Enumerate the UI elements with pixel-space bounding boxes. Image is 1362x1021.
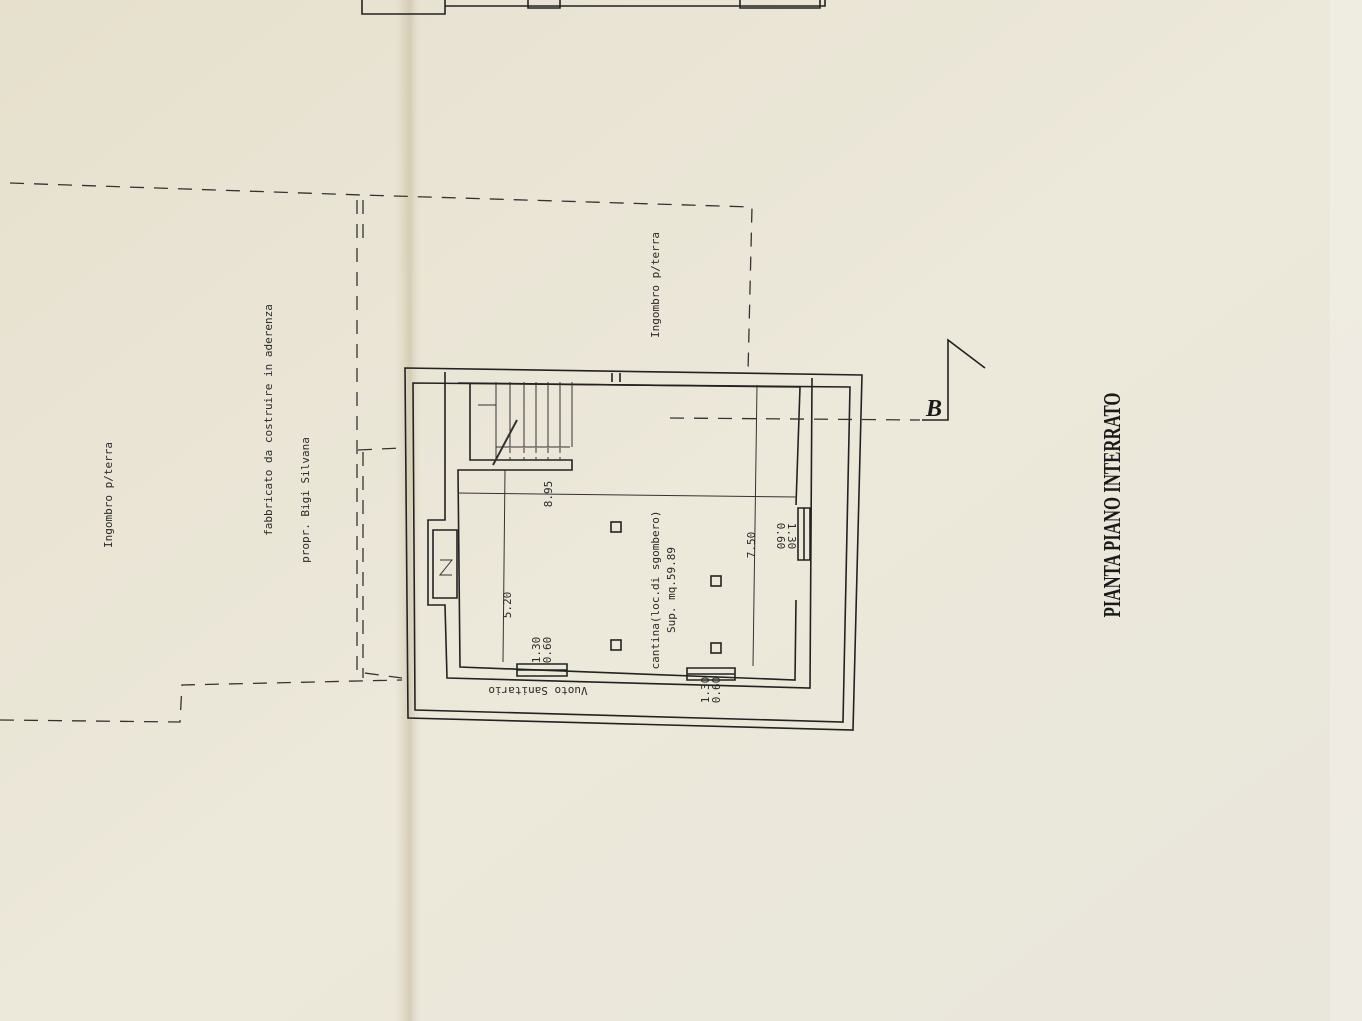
upper-drawing-fragment <box>361 0 826 15</box>
window-3-sill: 0.60 <box>774 523 787 550</box>
building-walls <box>404 367 863 731</box>
section-mark: B <box>925 396 942 422</box>
label-fabbricato: fabbricato da costruire in aderenza <box>262 304 275 536</box>
adjacent-building-outline <box>0 182 753 723</box>
windows <box>516 507 811 681</box>
window-2-sill: 0.60 <box>710 677 723 704</box>
window-1-height: 1.30 <box>530 637 543 664</box>
drawing-title: PIANTA PIANO INTERRATO <box>1100 393 1125 618</box>
paper-edge <box>1330 0 1362 1021</box>
dimension-lines <box>457 384 798 667</box>
paper-fold <box>395 0 425 1021</box>
label-ingombro-right: Ingombro p/terra <box>649 232 662 338</box>
room-name: cantina(loc.di sgombero) <box>649 511 662 670</box>
window-3-height: 1.30 <box>785 523 798 550</box>
staircase <box>478 382 573 466</box>
dimension-partial: 5.20 <box>501 592 514 619</box>
label-vuoto-sanitario: Vuoto Sanitario <box>488 684 587 697</box>
dimension-width: 8.95 <box>542 481 555 508</box>
section-line-b <box>669 338 986 421</box>
label-ingombro-left: Ingombro p/terra <box>102 442 115 548</box>
pillars <box>610 521 722 654</box>
label-proprietario: propr. Bigi Silvana <box>299 437 312 563</box>
room-area: Sup. mq.59.89 <box>665 547 678 633</box>
dimension-depth: 7.50 <box>745 532 758 559</box>
window-1-sill: 0.60 <box>541 637 554 664</box>
window-2-height: 1.30 <box>699 677 712 704</box>
